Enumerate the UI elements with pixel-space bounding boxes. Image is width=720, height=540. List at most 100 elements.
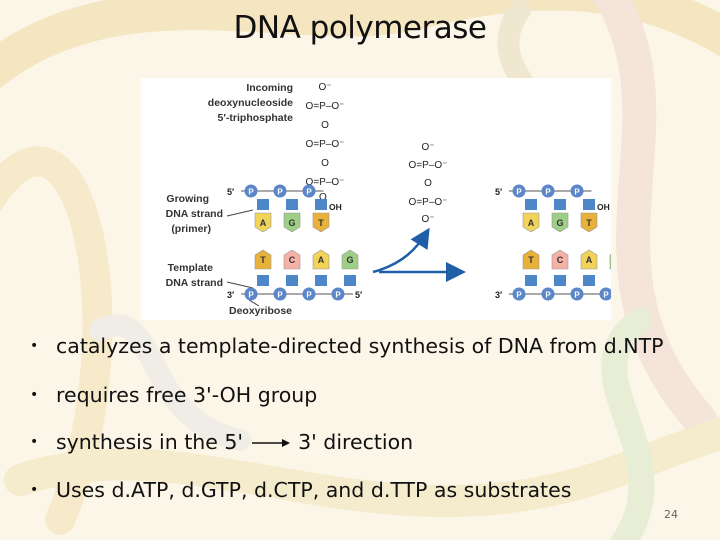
phosphate-icon xyxy=(244,184,258,198)
svg-text:O=P–O⁻: O=P–O⁻ xyxy=(306,139,345,150)
base-C xyxy=(551,249,569,270)
phosphate-icon xyxy=(541,184,555,198)
base-label: G xyxy=(556,218,563,228)
svg-text:O⁻: O⁻ xyxy=(421,214,434,225)
svg-text:O⁻: O⁻ xyxy=(318,82,331,93)
base-C xyxy=(283,249,301,270)
phosphate-icon xyxy=(570,184,584,198)
phosphate-icon xyxy=(244,287,258,301)
phosphate-icon xyxy=(599,287,611,301)
phosphate-label: P xyxy=(516,188,522,197)
base-label: T xyxy=(586,218,592,228)
base-label: T xyxy=(260,255,266,265)
base-label: A xyxy=(318,255,325,265)
sugar-icon xyxy=(315,275,327,286)
svg-text:O⁻: O⁻ xyxy=(421,142,434,153)
sugar-icon xyxy=(257,275,269,286)
base-A xyxy=(254,212,272,233)
sugar-icon xyxy=(554,275,566,286)
phosphate-label: P xyxy=(545,188,551,197)
base-label: C xyxy=(557,255,564,265)
bullet-text: catalyzes a template-directed synthesis … xyxy=(56,334,664,358)
phosphate-label: P xyxy=(603,291,609,300)
sugar-icon xyxy=(583,275,595,286)
sugar-icon xyxy=(257,199,269,210)
svg-text:O=P–O⁻: O=P–O⁻ xyxy=(306,177,345,188)
sugar-icon xyxy=(344,275,356,286)
base-label: G xyxy=(346,255,353,265)
phosphate-label: P xyxy=(277,291,283,300)
base-G xyxy=(609,254,611,270)
label-template: Template xyxy=(168,262,213,274)
svg-text:O: O xyxy=(321,158,329,169)
reaction-arrow xyxy=(372,227,430,274)
phosphate-icon xyxy=(273,184,287,198)
svg-text:O: O xyxy=(424,178,432,189)
base-G xyxy=(551,212,569,233)
phosphate-label: P xyxy=(545,291,551,300)
base-label: A xyxy=(586,255,593,265)
base-T xyxy=(254,249,272,270)
bullet-item: •Uses d.ATP, d.GTP, d.CTP, and d.TTP as … xyxy=(30,478,572,502)
dna-polymerase-figure: Incoming deoxynucleoside 5′-triphosphate… xyxy=(141,78,611,320)
phosphate-icon xyxy=(331,287,345,301)
label-incoming: Incoming xyxy=(246,82,293,94)
base-A xyxy=(580,249,598,270)
slide-title: DNA polymerase xyxy=(233,10,487,46)
phosphate-icon xyxy=(541,287,555,301)
sugar-icon xyxy=(286,275,298,286)
sugar-icon xyxy=(554,199,566,210)
phosphate-icon xyxy=(302,287,316,301)
label-triphosphate: 5′-triphosphate xyxy=(218,112,294,124)
base-label: T xyxy=(528,255,534,265)
phosphate-label: P xyxy=(574,291,580,300)
label-dna-strand-2: DNA strand xyxy=(166,277,223,289)
svg-text:O: O xyxy=(319,192,327,203)
bullet-item: •catalyzes a template-directed synthesis… xyxy=(30,334,664,358)
bullet-text: requires free 3'-OH group xyxy=(56,383,318,407)
phosphate-icon xyxy=(570,287,584,301)
svg-text:O=P–O⁻: O=P–O⁻ xyxy=(306,101,345,112)
base-T xyxy=(580,212,598,233)
sugar-icon xyxy=(525,275,537,286)
label-dna-strand-1: DNA strand xyxy=(166,208,223,220)
phosphate-label: P xyxy=(248,291,254,300)
phosphate-icon xyxy=(273,287,287,301)
label-primer: (primer) xyxy=(171,223,211,235)
svg-text:O=P–O⁻: O=P–O⁻ xyxy=(409,160,448,171)
base-T xyxy=(312,212,330,233)
slide-number: 24 xyxy=(664,508,678,521)
bullet-text: 3' direction xyxy=(291,430,414,454)
base-A xyxy=(312,249,330,270)
bullet-text: synthesis in the 5' xyxy=(56,430,244,454)
sugar-icon xyxy=(315,199,327,210)
oh-label: OH xyxy=(329,202,342,212)
phosphate-icon xyxy=(512,287,526,301)
base-label: G xyxy=(288,218,295,228)
base-T xyxy=(522,249,540,270)
base-label: T xyxy=(318,218,324,228)
prime-label: 3′ xyxy=(495,290,502,300)
phosphate-label: P xyxy=(306,188,312,197)
base-G xyxy=(283,212,301,233)
phosphate-icon xyxy=(302,184,316,198)
base-label: C xyxy=(289,255,296,265)
phosphate-label: P xyxy=(516,291,522,300)
phosphate-label: P xyxy=(335,291,341,300)
base-label: A xyxy=(260,218,267,228)
label-growing: Growing xyxy=(166,193,209,205)
phosphate-label: P xyxy=(277,188,283,197)
right-arrow-icon xyxy=(251,439,290,447)
prime-label: 5′ xyxy=(227,187,234,197)
sugar-icon xyxy=(583,199,595,210)
phosphate-label: P xyxy=(574,188,580,197)
label-deoxyribose: Deoxyribose xyxy=(229,305,292,317)
bullet-item: •requires free 3'-OH group xyxy=(30,383,318,407)
prime-label: 3′ xyxy=(227,290,234,300)
bullet-text: Uses d.ATP, d.GTP, d.CTP, and d.TTP as s… xyxy=(56,478,572,502)
sugar-icon xyxy=(525,199,537,210)
prime-label: 5′ xyxy=(495,187,502,197)
base-label: A xyxy=(528,218,535,228)
